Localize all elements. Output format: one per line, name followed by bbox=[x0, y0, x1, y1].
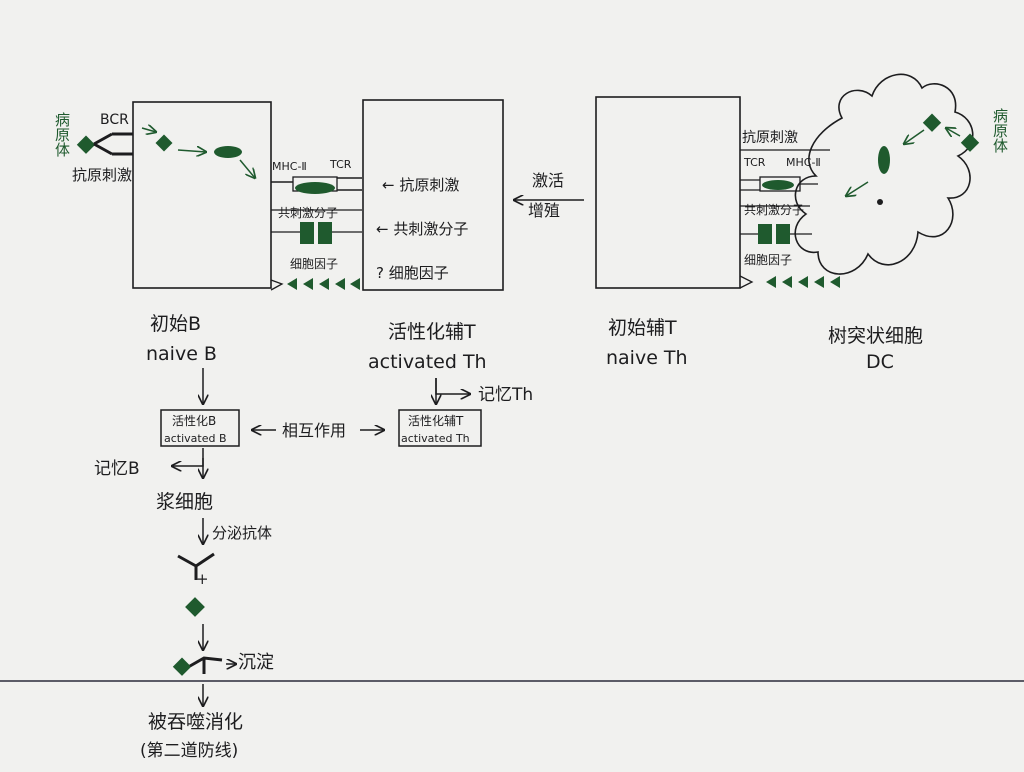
th-signal-3: ? 细胞因子 bbox=[376, 264, 449, 282]
complex-antibody-icon bbox=[189, 656, 223, 674]
interaction-label-bg bbox=[276, 418, 360, 442]
dc-label-en: DC bbox=[866, 351, 894, 373]
mhc-b-peptide-icon bbox=[295, 182, 335, 194]
th-signal-2: ← 共刺激分子 bbox=[376, 220, 468, 238]
mhc-dc-bars bbox=[740, 179, 818, 191]
antigen-stim-b-label: 抗原刺激 bbox=[72, 166, 132, 184]
dc-nucleus-dot bbox=[877, 199, 883, 205]
activated-b-box-cn: 活性化B bbox=[172, 414, 216, 428]
complex-antigen-icon bbox=[172, 657, 192, 676]
phagocytosed-label: 被吞噬消化 bbox=[148, 711, 243, 733]
activated-b-box bbox=[160, 409, 240, 447]
cytokine-dc-arrowheads bbox=[766, 276, 840, 288]
costim-b-molecule-1 bbox=[300, 222, 314, 244]
dc-antigen-icon bbox=[922, 113, 942, 132]
naive-b-label-en: naive B bbox=[146, 343, 217, 365]
internalize-arrow-3 bbox=[239, 159, 255, 178]
cytokine-b-arrowheads bbox=[287, 278, 360, 290]
th-signal-1: ← 抗原刺激 bbox=[382, 176, 459, 194]
precipitate-label: 沉淀 bbox=[238, 652, 274, 673]
activated-th-cell-box bbox=[362, 99, 504, 291]
second-line-label: (第二道防线) bbox=[140, 741, 238, 761]
bcr-label: BCR bbox=[100, 112, 129, 128]
activated-th-box bbox=[398, 409, 482, 447]
costim-dc-bars bbox=[740, 205, 812, 235]
plus-label: + bbox=[196, 570, 209, 588]
internalize-arrow-2 bbox=[177, 150, 206, 152]
naive-b-cell-box bbox=[132, 101, 272, 289]
memory-b-label: 记忆B bbox=[94, 459, 140, 479]
dc-peptide-icon bbox=[878, 146, 890, 174]
proliferate-label: 增殖 bbox=[528, 201, 560, 220]
cytokine-b-label: 细胞因子 bbox=[290, 257, 338, 271]
costim-b-label: 共刺激分子 bbox=[278, 206, 338, 220]
costim-dc-molecule-2 bbox=[776, 224, 790, 244]
activated-th-box-cn: 活性化辅T bbox=[408, 414, 464, 428]
dendritic-cell-outline bbox=[794, 73, 974, 275]
dc-label-cn: 树突状细胞 bbox=[828, 325, 923, 347]
pathogen-right-icon bbox=[960, 133, 980, 152]
processed-peptide-icon bbox=[214, 146, 242, 158]
dc-internal-arrow-1 bbox=[904, 129, 925, 144]
pathogen-right-label: 病原体 bbox=[991, 108, 1009, 153]
mhc-dc-label: MHC-Ⅱ bbox=[786, 156, 821, 169]
cytokine-dc-label: 细胞因子 bbox=[744, 253, 792, 267]
dc-internal-arrow-2 bbox=[846, 181, 869, 196]
antigen-icon bbox=[185, 597, 205, 617]
memory-th-label: 记忆Th bbox=[478, 385, 533, 405]
interaction-label: 相互作用 bbox=[282, 421, 346, 440]
memory-b-arrow bbox=[172, 458, 204, 466]
bcr-receptor-icon bbox=[93, 132, 133, 156]
pathogen-left-label: 病原体 bbox=[53, 112, 71, 157]
internalize-arrow-1 bbox=[141, 128, 156, 132]
activated-th-box-en: activated Th bbox=[401, 432, 470, 445]
plasma-cell-label: 浆细胞 bbox=[156, 491, 213, 513]
activated-b-box-en: activated B bbox=[164, 432, 227, 445]
costim-dc-label: 共刺激分子 bbox=[744, 203, 804, 217]
antigen-internal-icon bbox=[155, 134, 173, 152]
secrete-antibody-label: 分泌抗体 bbox=[212, 524, 272, 542]
costim-b-molecule-2 bbox=[318, 222, 332, 244]
pathogen-left-icon bbox=[76, 135, 96, 154]
dc-uptake-arrow bbox=[946, 128, 961, 136]
costim-dc-molecule-1 bbox=[758, 224, 772, 244]
naive-th-label-cn: 初始辅T bbox=[608, 317, 677, 339]
tcr-dc-label: TCR bbox=[743, 156, 766, 169]
naive-th-cell-box bbox=[595, 96, 741, 289]
cytokine-dc-notch bbox=[739, 275, 754, 289]
antigen-stim-dc-label: 抗原刺激 bbox=[742, 129, 798, 146]
tcr-b-bars bbox=[271, 177, 362, 191]
mhc-b-label: MHC-Ⅱ bbox=[272, 160, 307, 173]
activated-th-label-en: activated Th bbox=[368, 351, 487, 373]
cytokine-b-notch bbox=[270, 279, 284, 291]
naive-th-label-en: naive Th bbox=[606, 347, 688, 369]
mhc-dc-peptide-icon bbox=[762, 180, 794, 190]
activate-label: 激活 bbox=[532, 171, 564, 190]
costim-b-bars bbox=[271, 209, 362, 233]
tcr-b-label: TCR bbox=[329, 158, 352, 171]
naive-b-label-cn: 初始B bbox=[150, 313, 201, 335]
th-memory-arrow bbox=[435, 378, 470, 394]
activated-th-label-cn: 活性化辅T bbox=[388, 321, 476, 343]
antibody-icon bbox=[177, 552, 215, 580]
